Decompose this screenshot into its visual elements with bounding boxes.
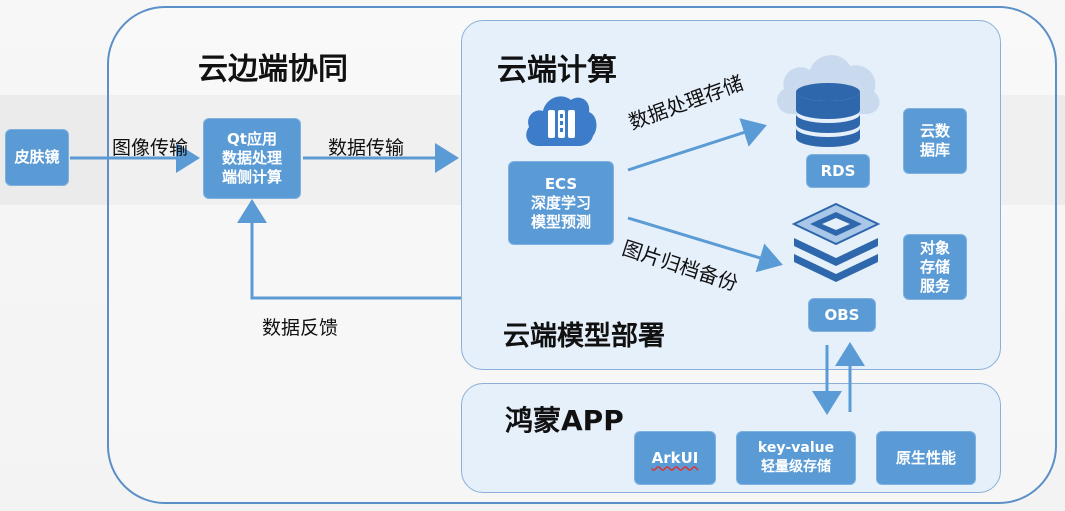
- server-cloud-icon: [526, 96, 597, 146]
- node-cloud-db: 云数 据库: [903, 108, 967, 174]
- node-obs: OBS: [808, 298, 876, 332]
- database-icon: [777, 55, 880, 147]
- title-cloud-edge: 云边端协同: [198, 52, 348, 87]
- arrow-data-process-store: [627, 118, 767, 172]
- title-harmony-app: 鸿蒙APP: [505, 404, 624, 437]
- node-arkui: ArkUI: [634, 431, 716, 485]
- title-cloud-deploy: 云端模型部署: [503, 321, 665, 352]
- arrow-image-archive: [627, 216, 783, 273]
- storage-stack-icon: [791, 202, 881, 282]
- arrow-data-feedback: [237, 199, 461, 300]
- node-rds: RDS: [806, 154, 870, 188]
- node-object-storage: 对象 存储 服务: [903, 234, 967, 300]
- edge-label-data-transfer: 数据传输: [328, 137, 405, 159]
- node-dermatoscope: 皮肤镜: [5, 129, 69, 186]
- edge-label-image-transfer: 图像传输: [112, 137, 189, 159]
- title-cloud-compute: 云端计算: [497, 53, 617, 88]
- node-qt-app: Qt应用 数据处理 端侧计算: [203, 118, 301, 199]
- node-ecs: ECS 深度学习 模型预测: [508, 161, 614, 245]
- node-native-performance: 原生性能: [876, 431, 976, 485]
- edge-label-data-feedback: 数据反馈: [262, 317, 339, 339]
- node-kv-storage: key-value 轻量级存储: [736, 431, 856, 485]
